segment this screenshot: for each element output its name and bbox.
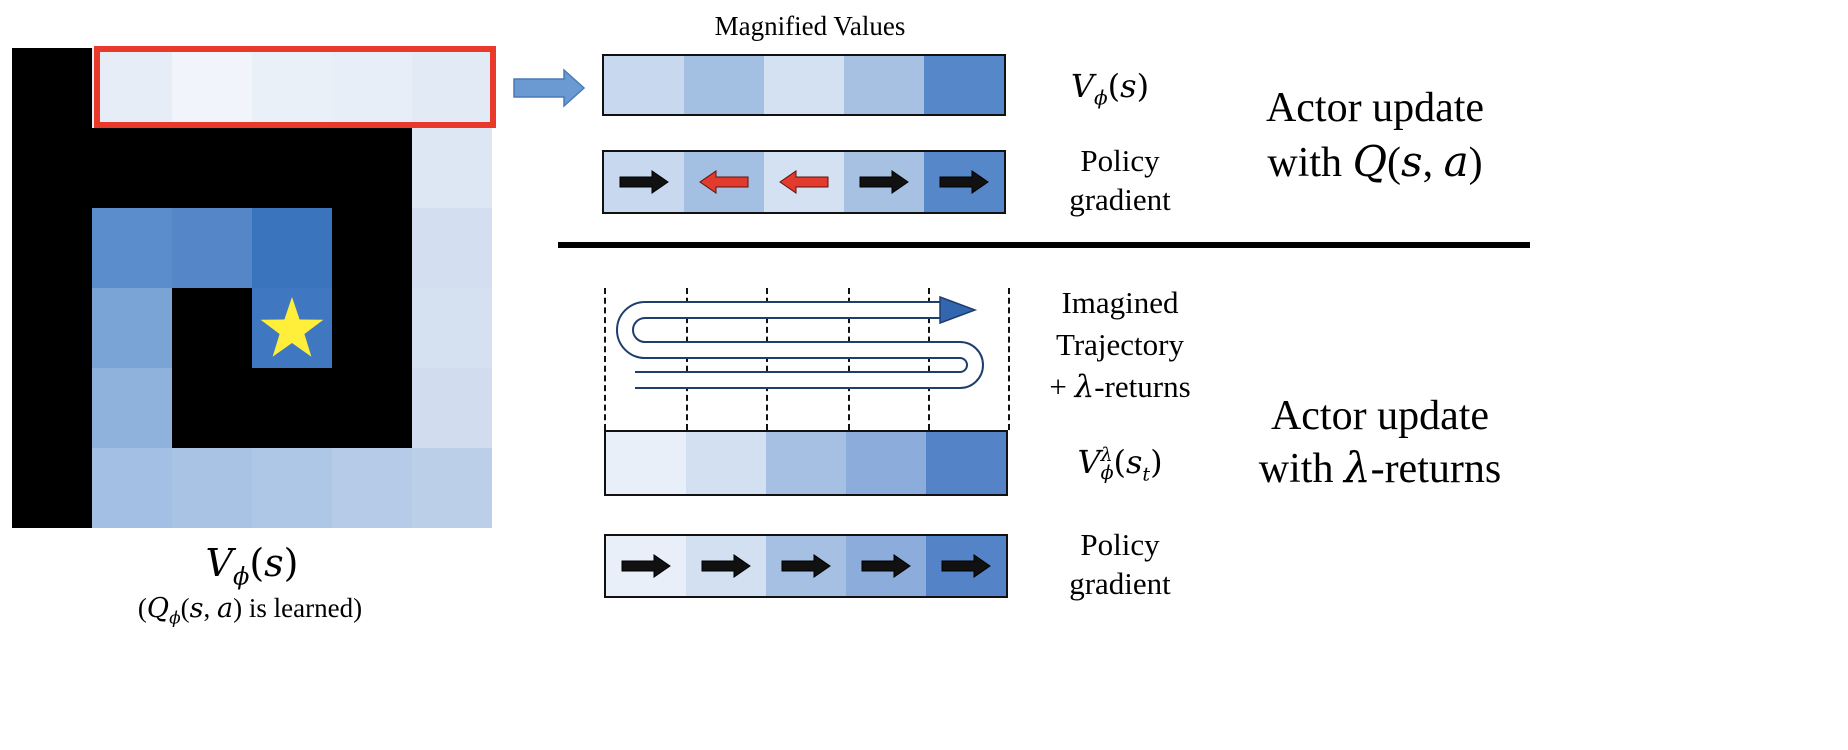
magnified-value-segment <box>764 56 844 114</box>
left-arrow-icon <box>699 170 749 194</box>
grid-cell <box>332 288 412 368</box>
imagined-label-line2: Trajectory <box>1056 327 1184 362</box>
policy-gradient-bottom-segment <box>686 536 766 596</box>
grid-cell <box>12 448 92 528</box>
grid-cell <box>172 208 252 288</box>
policy-gradient-top-segment <box>604 152 684 212</box>
magnified-value-segment <box>604 56 684 114</box>
lambda-value-segment <box>926 432 1006 494</box>
grid-cell <box>172 448 252 528</box>
grid-cell <box>92 48 172 128</box>
grid-cell <box>252 48 332 128</box>
lambda-value-segment <box>766 432 846 494</box>
grid-cell <box>252 128 332 208</box>
imagined-label-line3: + λ-returns <box>1049 369 1191 405</box>
grid-cell <box>172 368 252 448</box>
policy-gradient-bottom-segment <box>766 536 846 596</box>
grid-cell <box>412 128 492 208</box>
right-arrow-icon <box>701 554 751 578</box>
grid-cell <box>412 288 492 368</box>
grid-cell <box>412 48 492 128</box>
grid-cell <box>12 368 92 448</box>
grid-cell <box>332 48 412 128</box>
policy-gradient-top-segment <box>764 152 844 212</box>
imagined-label-line1: Imagined <box>1061 285 1179 320</box>
magnified-value-segment <box>844 56 924 114</box>
left-arrow-icon <box>779 170 829 194</box>
magnify-arrow-icon <box>513 68 586 108</box>
highlight-box <box>94 46 496 128</box>
right-arrow-icon <box>621 554 671 578</box>
policy-gradient-label-top: Policy gradient <box>1069 143 1171 217</box>
policy-gradient-bar-top <box>602 150 1006 214</box>
section-divider <box>558 242 1530 248</box>
grid-cell <box>92 448 172 528</box>
policy-gradient-top-segment <box>924 152 1004 212</box>
actor-update-lambda-line1: Actor update <box>1270 393 1490 439</box>
actor-update-q-line2: with Q(s, a) <box>1267 137 1483 186</box>
right-arrow-icon <box>941 554 991 578</box>
lambda-value-segment <box>846 432 926 494</box>
grid-cell <box>332 448 412 528</box>
actor-update-lambda-line2: with λ-returns <box>1258 443 1502 492</box>
timestep-divider <box>1008 288 1010 430</box>
right-arrow-icon <box>859 170 909 194</box>
lambda-value-segment <box>606 432 686 494</box>
grid-cell <box>92 288 172 368</box>
grid-cell <box>412 448 492 528</box>
policy-gradient-bottom-segment <box>926 536 1006 596</box>
magnified-value-segment <box>924 56 1004 114</box>
magnified-value-segment <box>684 56 764 114</box>
grid-cell <box>172 128 252 208</box>
value-grid <box>12 48 492 528</box>
grid-caption-sub: (Qϕ(s, a) is learned) <box>137 593 363 629</box>
goal-star-icon <box>260 297 324 357</box>
grid-cell <box>92 208 172 288</box>
grid-cell <box>412 208 492 288</box>
grid-cell <box>92 128 172 208</box>
grid-cell <box>252 368 332 448</box>
top-value-label: Vϕ(s) <box>1070 67 1150 110</box>
grid-cell <box>12 48 92 128</box>
grid-cell <box>92 368 172 448</box>
grid-cell <box>252 208 332 288</box>
policy-gradient-label-bottom: Policy gradient <box>1069 527 1171 601</box>
grid-cell <box>252 448 332 528</box>
lambda-value-bar <box>604 430 1008 496</box>
grid-cell <box>332 128 412 208</box>
policy-gradient-top-segment <box>684 152 764 212</box>
grid-cell <box>332 368 412 448</box>
policy-gradient-bottom-segment <box>846 536 926 596</box>
lambda-value-segment <box>686 432 766 494</box>
grid-cell <box>12 288 92 368</box>
grid-cell <box>12 208 92 288</box>
grid-cell <box>332 208 412 288</box>
right-arrow-icon <box>939 170 989 194</box>
grid-cell <box>12 128 92 208</box>
imagined-trajectory-arrow-icon <box>616 295 984 389</box>
magnified-value-bar <box>602 54 1006 116</box>
grid-cell <box>172 288 252 368</box>
policy-gradient-bottom-segment <box>606 536 686 596</box>
grid-caption-value: Vϕ(s) <box>205 541 299 591</box>
actor-update-q-line1: Actor update <box>1265 85 1485 131</box>
timestep-divider <box>604 288 606 430</box>
grid-cell <box>412 368 492 448</box>
right-arrow-icon <box>781 554 831 578</box>
policy-gradient-bar-bottom <box>604 534 1008 598</box>
grid-cell <box>172 48 252 128</box>
right-arrow-icon <box>861 554 911 578</box>
policy-gradient-top-segment <box>844 152 924 212</box>
magnified-title: Magnified Values <box>714 11 906 41</box>
right-arrow-icon <box>619 170 669 194</box>
